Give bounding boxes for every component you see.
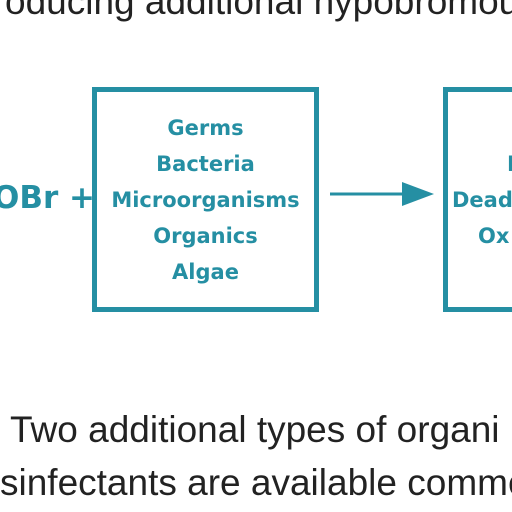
- right-arrow-icon: [330, 182, 434, 206]
- input-box-list: Germs Bacteria Microorganisms Organics A…: [97, 110, 314, 290]
- bottom-text-line-1: Two additional types of organi: [10, 409, 500, 450]
- input-item-germs: Germs: [167, 116, 244, 140]
- reactant-label: OBr +: [0, 180, 96, 216]
- input-box: Germs Bacteria Microorganisms Organics A…: [92, 87, 319, 312]
- output-box-list: D Dead Ox: [452, 146, 512, 254]
- top-text-line: oducing additional hypobromou: [5, 0, 512, 22]
- input-item-algae: Algae: [172, 260, 239, 284]
- output-item-1: D: [452, 146, 512, 182]
- input-item-microorganisms: Microorganisms: [111, 188, 300, 212]
- output-box: D Dead Ox: [443, 87, 512, 312]
- output-item-3: Ox: [478, 224, 510, 248]
- arrow-head: [402, 182, 434, 206]
- input-item-organics: Organics: [153, 224, 258, 248]
- bottom-text-line-2: sinfectants are available comme: [0, 462, 512, 503]
- input-item-bacteria: Bacteria: [156, 152, 255, 176]
- output-item-2: Dead: [452, 188, 512, 212]
